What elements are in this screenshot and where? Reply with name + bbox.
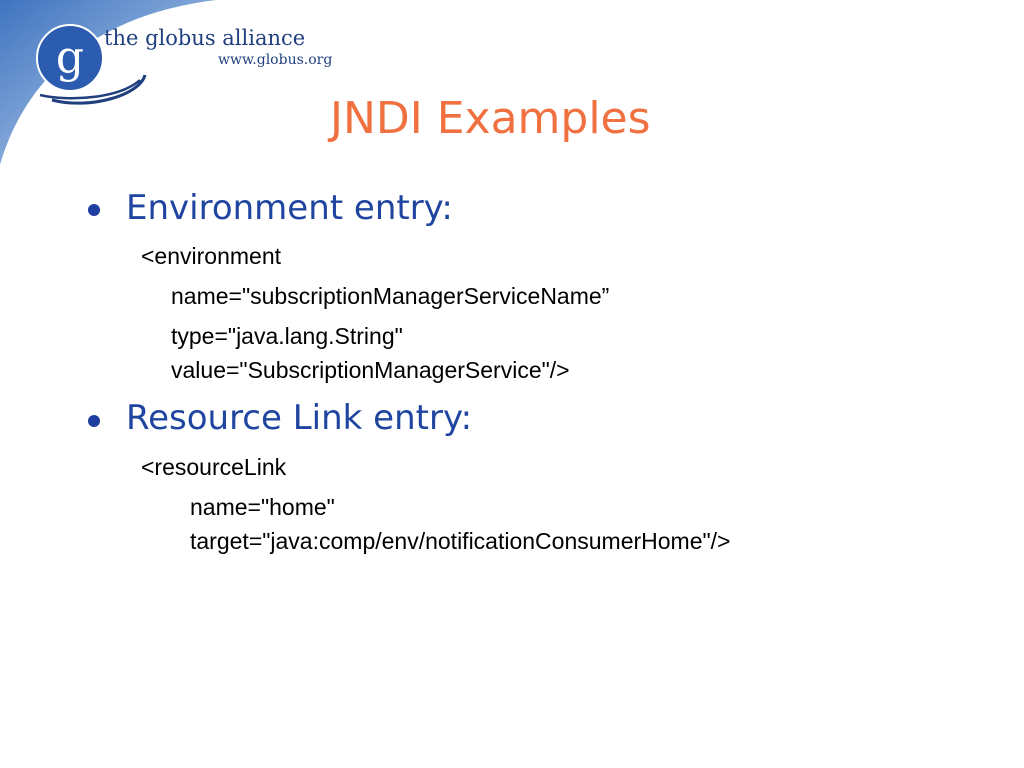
logo-org-name: the globus alliance (104, 26, 306, 50)
code-line: name="subscriptionManagerServiceName” (171, 283, 610, 309)
code-line: <environment (141, 243, 281, 269)
code-line: type="java.lang.String" (171, 323, 403, 349)
code-line: name="home" (190, 494, 335, 520)
globus-logo-icon: g (36, 24, 147, 105)
code-line: <resourceLink (141, 454, 287, 480)
bullet-environment-entry: Environment entry: (126, 188, 453, 228)
bullet-dot-icon (88, 204, 100, 216)
code-line: target="java:comp/env/notificationConsum… (190, 528, 731, 554)
logo-url: www.globus.org (218, 52, 333, 68)
bullet-dot-icon (88, 415, 100, 427)
corner-decoration: g (0, 0, 231, 171)
bullet-resource-link-entry: Resource Link entry: (126, 398, 473, 438)
logo-letter: g (56, 32, 84, 83)
code-line: value="SubscriptionManagerService"/> (171, 357, 570, 383)
slide-title: JNDI Examples (330, 93, 651, 144)
